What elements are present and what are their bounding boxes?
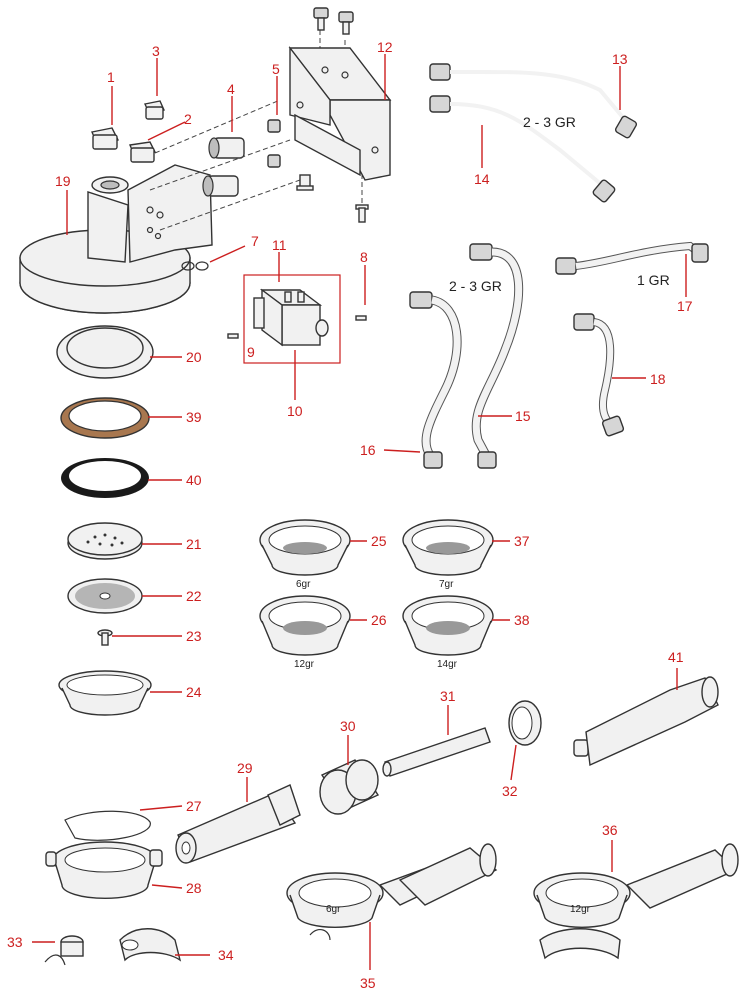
tube-17: [555, 241, 709, 275]
plug-3: [144, 100, 165, 120]
label-single-group: 1 GR: [637, 272, 670, 288]
screw-23: [97, 629, 113, 646]
size-label-37: 7gr: [439, 579, 454, 590]
callout-35: 35: [360, 975, 376, 991]
ring-32: [508, 700, 542, 746]
plug-2: [129, 141, 157, 163]
size-label-26: 12gr: [294, 659, 315, 670]
portafilter-36: [533, 843, 739, 960]
size-label-38: 14gr: [437, 659, 458, 670]
callout-10: 10: [287, 403, 303, 419]
spring-27: [64, 810, 151, 841]
nut-5: [267, 119, 281, 168]
callout-numbers: 1 2 3 4 5 7 8 9 10 11 12 13 14 15 16 17 …: [7, 39, 693, 991]
callout-34: 34: [218, 947, 234, 963]
callout-41: 41: [668, 649, 684, 665]
leader-lines: [32, 54, 687, 970]
callout-16: 16: [360, 442, 376, 458]
callout-32: 32: [502, 783, 518, 799]
rod-31: [382, 727, 491, 777]
spout-33: [44, 935, 84, 966]
callout-7: 7: [251, 233, 259, 249]
callout-31: 31: [440, 688, 456, 704]
tube-14: [429, 95, 616, 203]
callout-1: 1: [107, 69, 115, 85]
shower-plate-21: [67, 522, 143, 560]
callout-11: 11: [272, 237, 287, 253]
callout-37: 37: [514, 533, 530, 549]
callout-27: 27: [186, 798, 202, 814]
size-label-35: 6gr: [326, 904, 341, 915]
callout-12: 12: [377, 39, 393, 55]
size-label-25: 6gr: [296, 579, 311, 590]
callout-25: 25: [371, 533, 387, 549]
bracket-12: [288, 45, 392, 181]
callout-26: 26: [371, 612, 387, 628]
callout-36: 36: [602, 822, 618, 838]
callout-5: 5: [272, 61, 280, 77]
sleeve-30: [319, 759, 380, 815]
handle-41: [573, 676, 719, 767]
portafilter-body-28: [45, 841, 163, 899]
portafilter-35: [286, 843, 498, 941]
callout-18: 18: [650, 371, 666, 387]
callout-20: 20: [186, 349, 202, 365]
callout-8: 8: [360, 249, 368, 265]
callout-38: 38: [514, 612, 530, 628]
plug-1: [91, 127, 119, 150]
callout-15: 15: [515, 408, 531, 424]
callout-30: 30: [340, 718, 356, 734]
callout-2: 2: [184, 111, 192, 127]
washer-7: [181, 261, 209, 271]
callout-22: 22: [186, 588, 202, 604]
callout-3: 3: [152, 43, 160, 59]
group-head-body: [19, 164, 213, 314]
basket-24: [58, 670, 152, 716]
callout-23: 23: [186, 628, 202, 644]
tube-15: [469, 243, 524, 469]
callout-21: 21: [186, 536, 202, 552]
callout-9: 9: [247, 344, 255, 360]
callout-29: 29: [237, 760, 253, 776]
callout-19: 19: [55, 173, 71, 189]
basket-37: [402, 519, 494, 576]
screw-bottom: [355, 204, 369, 223]
fitting-4: [202, 137, 245, 197]
tube-18: [573, 313, 625, 437]
basket-26: [259, 595, 351, 656]
screw-small: [296, 174, 314, 191]
basket-25: [259, 519, 351, 576]
basket-38: [402, 595, 494, 656]
gasket-39: [60, 397, 150, 439]
tube-13: [429, 63, 638, 139]
callout-13: 13: [612, 51, 628, 67]
solenoid-valve-assembly: [227, 274, 367, 364]
callout-4: 4: [227, 81, 235, 97]
bolt-top: [313, 7, 354, 35]
label-upper-tubes: 2 - 3 GR: [523, 114, 576, 130]
ring-20: [56, 325, 154, 379]
callout-14: 14: [474, 171, 490, 187]
handle-grip-29: [175, 784, 301, 864]
callout-33: 33: [7, 934, 23, 950]
callout-40: 40: [186, 472, 202, 488]
callout-17: 17: [677, 298, 693, 314]
callout-24: 24: [186, 684, 202, 700]
label-lower-tubes: 2 - 3 GR: [449, 278, 502, 294]
gasket-40: [61, 458, 149, 498]
tube-16: [409, 291, 462, 469]
spout-34: [119, 928, 182, 962]
size-label-36: 12gr: [570, 904, 591, 915]
callout-28: 28: [186, 880, 202, 896]
callout-39: 39: [186, 409, 202, 425]
shower-screen-22: [67, 578, 143, 614]
